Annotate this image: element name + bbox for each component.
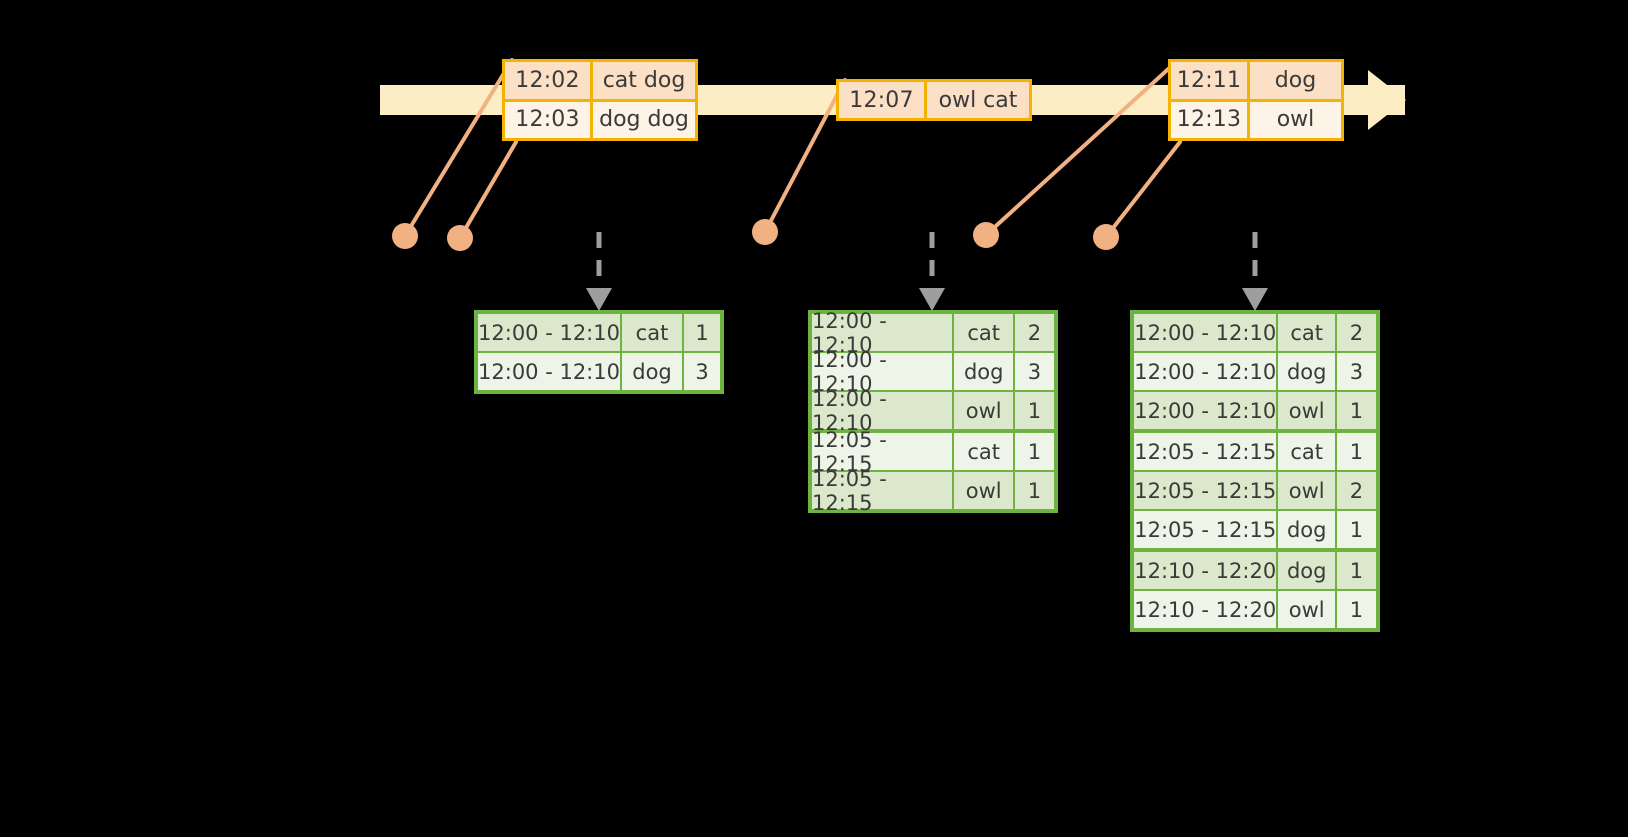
event-time: 12:03 [505, 101, 593, 138]
cell-window: 12:00 - 12:10 [812, 348, 955, 396]
trigger-dot-5 [1093, 224, 1119, 250]
cell-window: 12:05 - 12:15 [812, 467, 955, 515]
event-time: 12:07 [839, 82, 927, 118]
cell-window: 12:00 - 12:10 [812, 387, 955, 435]
cell-key: dog [1278, 511, 1337, 548]
cell-key: cat [954, 433, 1015, 470]
event-group-2[interactable]: 12:07 owl cat [836, 79, 1032, 121]
cell-window: 12:00 - 12:10 [812, 309, 955, 357]
cell-count: 1 [695, 320, 709, 345]
cell-count: 1 [1349, 517, 1364, 542]
cell-key: cat [1278, 314, 1337, 351]
event-words: owl [1276, 107, 1315, 133]
cell-count: 3 [1349, 359, 1364, 384]
event-words: cat dog [602, 67, 686, 93]
cell-key: dog [1278, 353, 1337, 390]
trigger-dot-1 [392, 223, 418, 249]
cell-key: dog [1278, 552, 1337, 589]
cell-window: 12:00 - 12:10 [1134, 314, 1279, 351]
cell-count: 1 [1027, 439, 1042, 464]
cell-key: owl [1278, 472, 1337, 509]
cell-key: cat [954, 314, 1015, 351]
event-row: 12:03 dog dog [505, 98, 695, 138]
event-row: 12:11 dog [1171, 62, 1341, 99]
cell-key: owl [1278, 591, 1337, 628]
cell-window: 12:00 - 12:10 [478, 314, 622, 351]
event-group-3[interactable]: 12:11 dog 12:13 owl [1168, 59, 1344, 141]
cell-count: 2 [1349, 478, 1364, 503]
trigger-dot-3 [752, 219, 778, 245]
event-row: 12:13 owl [1171, 98, 1341, 138]
cell-key: cat [1278, 433, 1337, 470]
cell-window: 12:05 - 12:15 [1134, 433, 1279, 470]
cell-window: 12:10 - 12:20 [1134, 552, 1279, 589]
cell-key: dog [622, 353, 684, 390]
cell-count: 2 [1027, 320, 1042, 345]
trigger-dot-4 [973, 222, 999, 248]
cell-key: owl [954, 472, 1015, 509]
cell-window: 12:05 - 12:15 [812, 428, 955, 476]
cell-window: 12:00 - 12:10 [1134, 353, 1279, 390]
cell-key: owl [1278, 392, 1337, 429]
event-words: dog [1274, 67, 1317, 93]
event-time: 12:11 [1171, 62, 1250, 99]
cell-count: 1 [1349, 558, 1364, 583]
event-time: 12:02 [505, 62, 593, 99]
cell-window: 12:05 - 12:15 [1134, 472, 1279, 509]
event-time: 12:13 [1171, 101, 1250, 138]
cell-window: 12:00 - 12:10 [1134, 392, 1279, 429]
trigger-dot-2 [447, 225, 473, 251]
timeline-arrowhead-icon [1368, 70, 1406, 130]
cell-count: 1 [1349, 597, 1364, 622]
event-group-1[interactable]: 12:02 cat dog 12:03 dog dog [502, 59, 698, 141]
cell-window: 12:10 - 12:20 [1134, 591, 1279, 628]
cell-window: 12:05 - 12:15 [1134, 511, 1279, 548]
cell-key: cat [622, 314, 684, 351]
event-row: 12:07 owl cat [839, 82, 1029, 118]
cell-count: 1 [1027, 398, 1042, 423]
cell-count: 3 [1027, 359, 1042, 384]
cell-key: owl [954, 392, 1015, 429]
event-words: dog dog [599, 107, 689, 133]
cell-window: 12:00 - 12:10 [478, 353, 622, 390]
cell-count: 1 [1349, 439, 1364, 464]
cell-count: 3 [695, 359, 709, 384]
cell-count: 1 [1027, 478, 1042, 503]
cell-count: 1 [1349, 398, 1364, 423]
cell-count: 2 [1349, 320, 1364, 345]
cell-key: dog [954, 353, 1015, 390]
event-row: 12:02 cat dog [505, 62, 695, 99]
event-words: owl cat [938, 87, 1018, 113]
